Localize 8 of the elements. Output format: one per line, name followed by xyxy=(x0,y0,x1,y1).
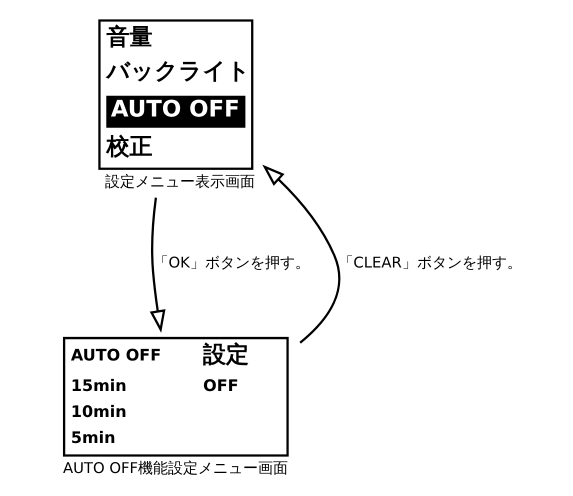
node-box: 音量 バックライト AUTO OFF 校正 xyxy=(98,19,253,170)
arrow xyxy=(262,164,340,344)
arrow xyxy=(149,198,166,333)
node-label: 設定メニュー表示画面 xyxy=(104,173,255,190)
node-box: AUTO OFF 設定 15min OFF 10min 5min xyxy=(62,336,288,457)
node-label: AUTO OFF機能設定メニュー画面 xyxy=(62,460,288,478)
edge-label: 「OK」ボタンを押す。 xyxy=(153,254,310,272)
edge-label: 「CLEAR」ボタンを押す。 xyxy=(338,254,522,272)
